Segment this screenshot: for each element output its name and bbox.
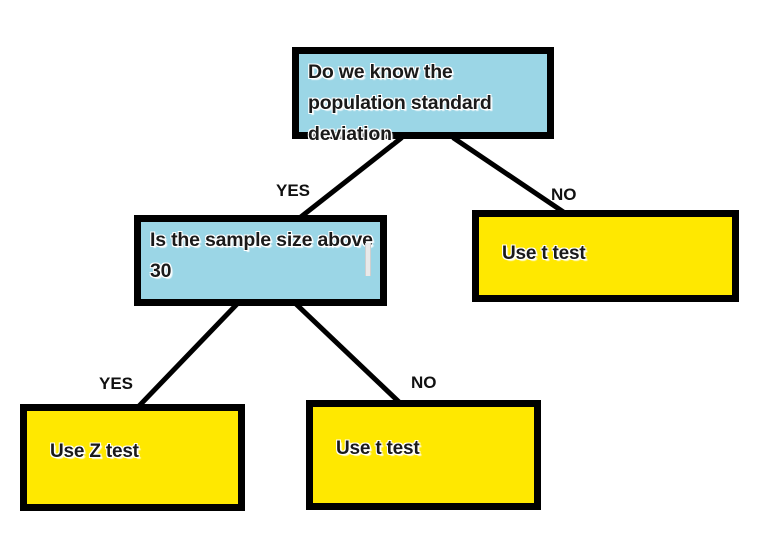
- connector-sample-size-yes: [135, 299, 242, 410]
- connector-population-sd-no: [451, 135, 566, 215]
- node-question-sample-size-label: Is the sample size above 30: [150, 229, 373, 282]
- node-result-z-test-label: Use Z test: [50, 441, 139, 462]
- node-question-population-sd-label: Do we know the population standard devia…: [308, 61, 492, 145]
- text-cursor-icon: [365, 243, 371, 276]
- node-result-t-test-small-sample-label: Use t test: [336, 438, 420, 459]
- node-result-t-test-unknown-sd[interactable]: Use t test: [472, 210, 739, 302]
- connector-population-sd-yes: [298, 135, 404, 220]
- node-result-z-test[interactable]: Use Z test: [20, 404, 245, 511]
- node-result-t-test-small-sample[interactable]: Use t test: [306, 400, 541, 510]
- node-result-t-test-unknown-sd-label: Use t test: [502, 243, 586, 264]
- connector-sample-size-no: [291, 299, 403, 406]
- node-question-sample-size[interactable]: Is the sample size above 30: [134, 215, 387, 306]
- node-question-population-sd[interactable]: Do we know the population standard devia…: [292, 47, 554, 145]
